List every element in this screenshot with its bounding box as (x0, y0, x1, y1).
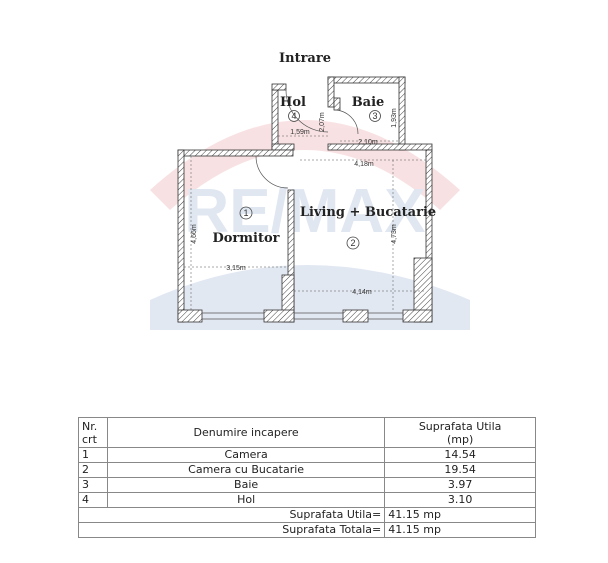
svg-text:4,66m: 4,66m (191, 224, 198, 244)
svg-text:1: 1 (243, 208, 248, 218)
svg-text:Dormitor: Dormitor (212, 231, 279, 246)
area-table: Nr.crt Denumire incapere Suprafata Utila… (77, 417, 536, 538)
total-value: 41.15 mp (384, 522, 536, 538)
cell-name: Baie (106, 477, 386, 493)
cell-nr: 2 (78, 462, 108, 478)
cell-nr: 4 (78, 492, 108, 508)
header-crt: crt (82, 432, 97, 446)
cell-area: 3.97 (384, 477, 536, 493)
room-dormitor: 1 Dormitor (212, 206, 280, 246)
dimension-lines (184, 135, 426, 310)
svg-text:4,73m: 4,73m (391, 224, 398, 244)
svg-text:4,18m: 4,18m (354, 161, 374, 168)
svg-text:4: 4 (291, 111, 296, 121)
svg-text:RE/MAX: RE/MAX (184, 177, 425, 246)
svg-text:3: 3 (372, 111, 377, 121)
svg-text:Baie: Baie (352, 95, 385, 110)
floor-plan: RE/MAX Intrare (150, 51, 470, 330)
header-name: Denumire incapere (106, 417, 386, 448)
svg-text:2,07m: 2,07m (319, 112, 326, 132)
cell-nr: 1 (78, 447, 108, 463)
total-useful-value: 41.15 mp (384, 507, 536, 523)
windows (202, 312, 403, 320)
cell-nr: 3 (78, 477, 108, 493)
watermark-logo: RE/MAX (150, 120, 470, 330)
walls (177, 76, 433, 323)
room-baie: Baie 3 (352, 95, 385, 122)
cell-name: Camera (106, 447, 386, 463)
svg-text:3,15m: 3,15m (226, 265, 246, 272)
entry-label: Intrare (279, 51, 331, 66)
room-living-bucatarie: Living + Bucatarie 2 (300, 205, 436, 250)
header-area: Suprafata Utila (418, 419, 502, 433)
header-nr: Nr. (82, 419, 98, 433)
svg-text:Living + Bucatarie: Living + Bucatarie (300, 205, 436, 220)
cell-name: Hol (106, 492, 386, 508)
total-useful-label: Suprafata Utila= (77, 507, 386, 523)
cell-area: 3.10 (384, 492, 536, 508)
svg-text:2: 2 (350, 238, 355, 248)
svg-text:Hol: Hol (280, 95, 306, 110)
total-label: Suprafata Totala= (77, 522, 386, 538)
svg-text:1,59m: 1,59m (290, 129, 310, 136)
svg-text:2,10m: 2,10m (358, 139, 378, 146)
cell-area: 14.54 (384, 447, 536, 463)
cell-area: 19.54 (384, 462, 536, 478)
header-area-unit: (mp) (446, 432, 474, 446)
svg-text:1,93m: 1,93m (391, 108, 398, 128)
cell-name: Camera cu Bucatarie (106, 462, 386, 478)
total-useful-row: Suprafata Utila=41.15 mp (77, 507, 536, 523)
dimension-labels: 1,59m 2,10m 4,18m 3,15m 4,14m 2,07m 1,93… (191, 108, 398, 296)
svg-text:4,14m: 4,14m (352, 289, 372, 296)
total-row: Suprafata Totala=41.15 mp (77, 522, 536, 538)
room-hol: Hol 4 (280, 95, 306, 122)
table-header: Nr.crt Denumire incapere Suprafata Utila… (78, 417, 536, 448)
